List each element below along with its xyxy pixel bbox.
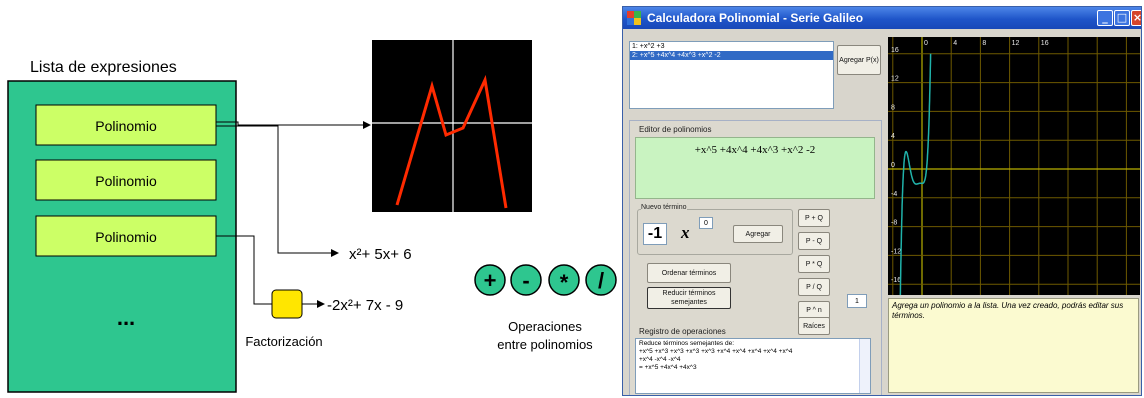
x-tick-label: 4 <box>953 40 957 47</box>
x-tick-label: 12 <box>1012 40 1020 47</box>
op-subtract-icon: - <box>510 264 542 296</box>
log-scrollbar[interactable] <box>859 339 870 393</box>
op-multiply-button[interactable]: P * Q <box>798 255 830 273</box>
factorization-box <box>271 289 303 319</box>
y-tick-label: -12 <box>891 248 901 255</box>
reduce-terms-button[interactable]: Reducir términos semejantes <box>647 287 731 309</box>
x-tick-label: 16 <box>1041 40 1049 47</box>
list-item[interactable]: 1: +x^2 +3 <box>632 43 665 50</box>
svg-text:/: / <box>598 268 604 293</box>
plot-area[interactable]: -16 -12 -8 -4 0 4 8 12 16 16 12 8 4 0 -4 -8 -12 -16 <box>888 37 1140 295</box>
svg-text:*: * <box>560 270 569 295</box>
svg-text:-: - <box>522 268 529 293</box>
operations-caption-line1: Operaciones <box>508 319 582 334</box>
editor-group-label: Editor de polinomios <box>639 125 712 134</box>
factorization-label: Factorización <box>245 334 322 349</box>
x-tick-labels: -16-12-8-40481216 <box>924 40 1049 47</box>
op-divide-button[interactable]: P / Q <box>798 278 830 296</box>
y-tick-label: -8 <box>891 220 897 227</box>
operations-log[interactable]: Reduce términos semejantes de: +x^5 +x^3… <box>635 338 871 394</box>
add-term-button[interactable]: Agregar <box>733 225 783 243</box>
arrow-to-graph <box>216 121 371 129</box>
y-tick-label: 16 <box>891 47 899 54</box>
log-line: +x^5 +x^3 +x^3 +x^3 +x^3 +x^4 +x^4 +x^4 … <box>639 348 793 355</box>
list-item-1: Polinomio <box>35 104 217 146</box>
list-item-selected[interactable]: 2: +x^5 +4x^4 +4x^3 +x^2 -2 <box>630 51 833 60</box>
y-tick-label: 0 <box>891 162 895 169</box>
polynomial-curve <box>899 53 932 295</box>
y-tick-label: 12 <box>891 76 899 83</box>
maximize-icon[interactable]: □ <box>1114 10 1130 26</box>
op-add-icon: + <box>474 264 506 296</box>
svg-text:+: + <box>484 268 497 293</box>
roots-button[interactable]: Raíces <box>798 317 830 335</box>
minimize-icon[interactable]: _ <box>1097 10 1113 26</box>
new-term-label: Nuevo término <box>641 204 687 211</box>
connector-to-factor <box>216 235 272 305</box>
list-item-label: Polinomio <box>95 118 157 134</box>
factored-expression: -2x²+ 7x - 9 <box>327 297 403 314</box>
exponent-input[interactable]: 0 <box>699 217 713 229</box>
power-input[interactable]: 1 <box>847 294 867 308</box>
polynomial-graph <box>372 40 532 212</box>
list-item-label: Polinomio <box>95 173 157 189</box>
list-item-2: Polinomio <box>35 159 217 201</box>
y-tick-label: 8 <box>891 104 895 111</box>
polynomial-list[interactable]: 1: +x^2 +3 2: +x^5 +4x^4 +4x^3 +x^2 -2 <box>629 41 834 109</box>
sort-terms-button[interactable]: Ordenar términos <box>647 263 731 283</box>
op-multiply-icon: * <box>548 264 580 296</box>
coefficient-input[interactable]: -1 <box>643 223 667 245</box>
calculator-window: Calculadora Polinomial - Serie Galileo _… <box>622 6 1142 396</box>
polynomial-editor[interactable]: +x^5 +4x^4 +4x^3 +x^2 -2 <box>635 137 875 199</box>
close-icon[interactable]: × <box>1131 10 1142 26</box>
operations-caption-line2: entre polinomios <box>497 337 593 352</box>
x-tick-label: 8 <box>982 40 986 47</box>
op-subtract-button[interactable]: P - Q <box>798 232 830 250</box>
op-divide-icon: / <box>585 264 617 296</box>
list-title: Lista de expresiones <box>30 59 177 76</box>
y-tick-label: -4 <box>891 191 897 198</box>
list-item-3: Polinomio <box>35 215 217 257</box>
new-term-group <box>637 209 793 255</box>
concept-diagram: Lista de expresiones Polinomio Polinomio… <box>7 40 617 393</box>
add-polynomial-button[interactable]: Agregar P(x) <box>837 45 881 75</box>
log-line: Reduce términos semejantes de: <box>639 340 735 347</box>
app-icon <box>627 11 641 25</box>
variable-label: x <box>681 223 690 242</box>
y-tick-labels: 16 12 8 4 0 -4 -8 -12 -16 <box>891 47 901 284</box>
title-bar[interactable]: Calculadora Polinomial - Serie Galileo _… <box>623 7 1141 29</box>
expanded-expression: x²+ 5x+ 6 <box>349 246 412 263</box>
list-ellipsis: ... <box>117 305 135 330</box>
op-add-button[interactable]: P + Q <box>798 209 830 227</box>
arrow-to-expression <box>216 125 339 257</box>
log-line: = +x^5 +4x^4 +4x^3 <box>639 364 697 371</box>
list-item-label: Polinomio <box>95 229 157 245</box>
graph-curve <box>395 74 508 209</box>
window-title: Calculadora Polinomial - Serie Galileo <box>647 11 864 25</box>
log-label: Registro de operaciones <box>639 327 726 336</box>
status-message: Agrega un polinomio a la lista. Una vez … <box>888 298 1139 393</box>
log-line: +x^4 -x^4 -x^4 <box>639 356 681 363</box>
plot-background <box>888 37 1140 295</box>
y-tick-label: 4 <box>891 133 895 140</box>
x-tick-label: 0 <box>924 40 928 47</box>
y-tick-label: -16 <box>891 277 901 284</box>
